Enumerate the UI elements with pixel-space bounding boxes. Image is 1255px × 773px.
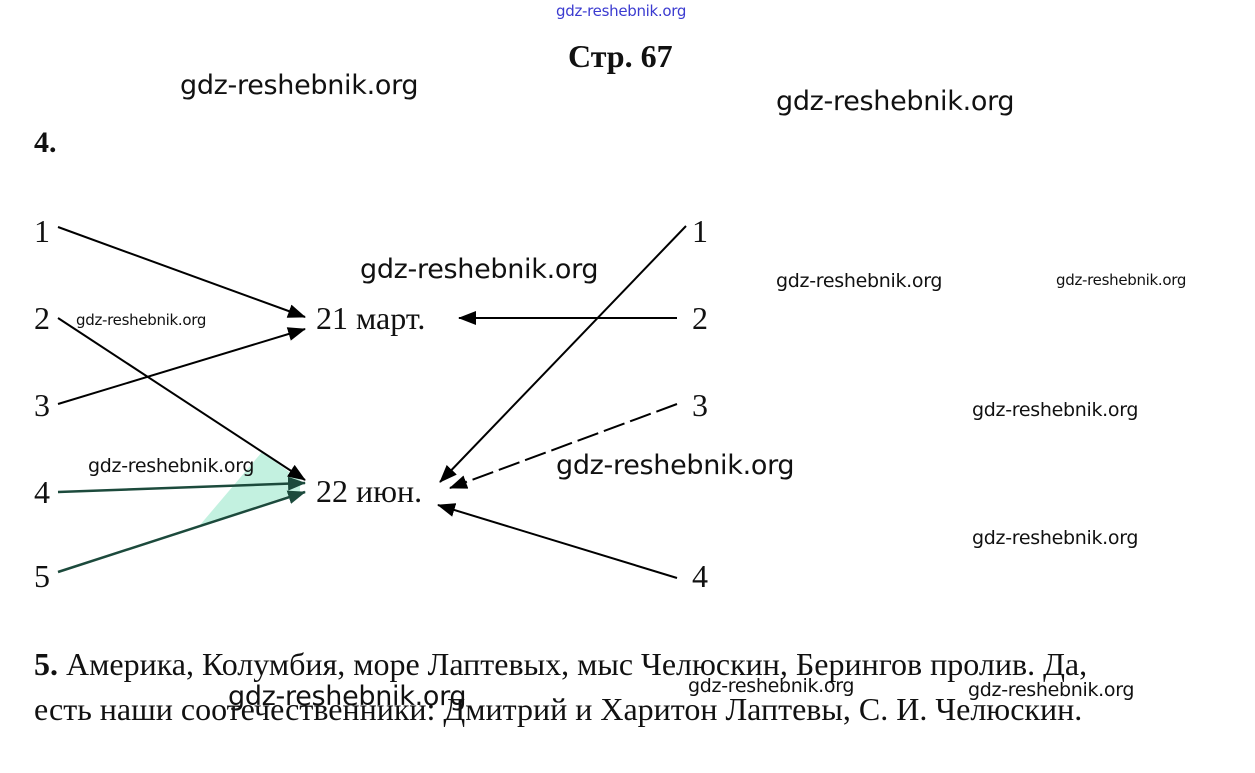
arrow-left-4 bbox=[57, 476, 306, 494]
watermark: gdz-reshebnik.org bbox=[1056, 271, 1187, 289]
watermark-top: gdz-reshebnik.org bbox=[556, 2, 687, 20]
arrow-left-5 bbox=[57, 490, 306, 574]
task-5-text-1: Америка, Колумбия, море Лаптевых, мыс Че… bbox=[66, 646, 1088, 682]
arrow-right-4 bbox=[437, 503, 678, 579]
right-label-2: 2 bbox=[692, 300, 708, 336]
arrow-right-3 bbox=[449, 403, 678, 489]
left-label-3: 3 bbox=[34, 387, 50, 423]
left-label-1: 1 bbox=[34, 213, 50, 249]
watermark: gdz-reshebnik.org bbox=[360, 254, 599, 285]
left-label-2: 2 bbox=[34, 300, 50, 336]
task-5-line-2: есть наши соотечественники: Дмитрий и Ха… bbox=[34, 691, 1083, 727]
watermark: gdz-reshebnik.org bbox=[228, 681, 467, 712]
arrow-left-2 bbox=[57, 317, 306, 481]
left-label-5: 5 bbox=[34, 558, 50, 594]
task-4-number: 4. bbox=[34, 126, 57, 159]
task-5-line-1: 5. Америка, Колумбия, море Лаптевых, мыс… bbox=[34, 642, 1224, 687]
arrow-left-3 bbox=[57, 327, 306, 405]
watermark: gdz-reshebnik.org bbox=[88, 455, 255, 477]
watermark: gdz-reshebnik.org bbox=[776, 86, 1015, 117]
watermark: gdz-reshebnik.org bbox=[968, 679, 1135, 701]
watermark: gdz-reshebnik.org bbox=[972, 399, 1139, 421]
watermark: gdz-reshebnik.org bbox=[972, 527, 1139, 549]
watermark: gdz-reshebnik.org bbox=[688, 675, 855, 697]
page-title: Стр. 67 bbox=[568, 38, 673, 74]
arrow-left-1 bbox=[57, 226, 306, 318]
arrow-right-1 bbox=[439, 225, 687, 483]
left-label-4: 4 bbox=[34, 474, 50, 510]
target-june: 22 июн. bbox=[316, 473, 423, 509]
watermark: gdz-reshebnik.org bbox=[76, 311, 207, 329]
right-label-1: 1 bbox=[692, 213, 708, 249]
task-5-number: 5. bbox=[34, 646, 58, 682]
watermark: gdz-reshebnik.org bbox=[776, 270, 943, 292]
watermark: gdz-reshebnik.org bbox=[180, 70, 419, 101]
right-label-4: 4 bbox=[692, 558, 708, 594]
right-label-3: 3 bbox=[692, 387, 708, 423]
watermark: gdz-reshebnik.org bbox=[556, 450, 795, 481]
target-march: 21 март. bbox=[316, 300, 426, 336]
task-5-answer: 5. Америка, Колумбия, море Лаптевых, мыс… bbox=[34, 642, 1224, 732]
highlight-shape bbox=[200, 452, 300, 525]
